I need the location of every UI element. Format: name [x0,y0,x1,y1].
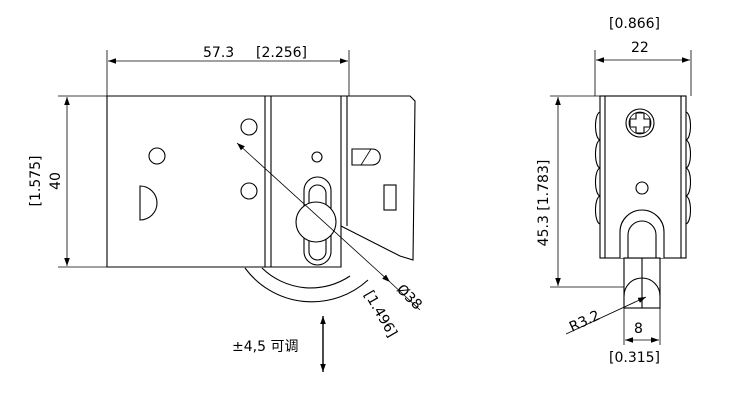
roller-groove-outer [619,209,665,258]
adjust-label: ±4,5 可调 [232,339,298,355]
roller-axle [295,201,337,243]
groove-in-label: [0.315] [609,350,660,366]
height-mm-label: 40 [48,172,64,190]
width-mm-label: 57.3 [203,45,234,61]
clip-hatch [360,148,372,166]
roller-bottom [623,277,661,297]
diameter-in-label: [1.496] [361,288,400,340]
half-circle-cutout [139,185,158,221]
hole-lower [240,182,258,200]
side-width-in-label: [0.866] [609,16,660,32]
hole-upper [240,118,258,136]
side-height-label: 45.3 [1.783] [536,160,552,247]
diameter-leader-tail [389,281,421,311]
front-view: 57.3 [2.256] [1.575] 40 Ø38 [1.496] ±4,5… [28,45,425,372]
screw-icon [625,108,655,138]
rect-slot [383,184,397,211]
diameter-leader [236,142,391,283]
front-body-outline [106,95,416,268]
side-width-mm-label: 22 [631,40,649,56]
groove-mm-label: 8 [634,321,643,337]
side-hole [635,181,649,195]
radius-leader [565,296,647,335]
side-view: [0.866] 22 45.3 [1.783] R3.2 8 [0.315] [536,16,692,366]
small-hole [311,151,323,163]
width-in-label: [2.256] [256,45,307,61]
diameter-mm-label: Ø38 [393,282,425,314]
height-in-label: [1.575] [28,155,44,206]
roller-arc-inner [261,267,351,289]
radius-label: R3.2 [567,308,603,336]
hole-left [148,147,166,165]
roller-arc [244,267,369,303]
side-bumps [594,111,692,225]
roller-groove-inner [627,220,657,258]
